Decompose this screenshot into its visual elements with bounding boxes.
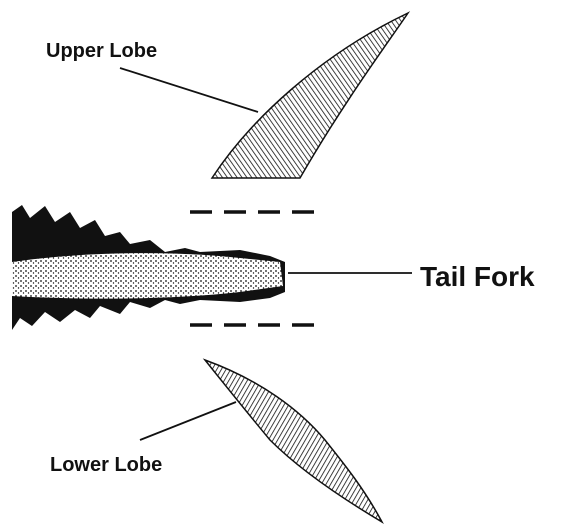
- lower-lobe-leader: [140, 402, 236, 440]
- upper-lobe-label: Upper Lobe: [46, 41, 157, 61]
- upper-lobe-leader: [120, 68, 258, 112]
- lower-lobe-shape: [205, 360, 382, 522]
- lower-lobe-label: Lower Lobe: [50, 455, 162, 475]
- tail-fork-label: Tail Fork: [420, 263, 535, 291]
- upper-lobe-shape: [212, 13, 408, 178]
